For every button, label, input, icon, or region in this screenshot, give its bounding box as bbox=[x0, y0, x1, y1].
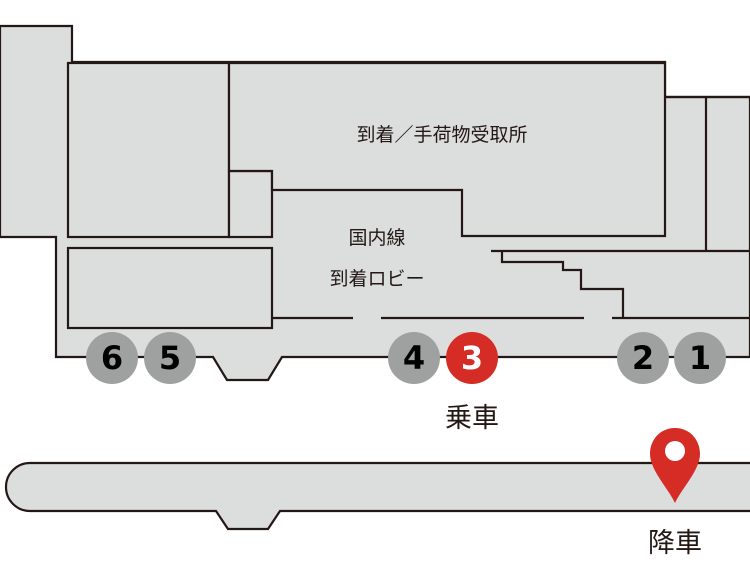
baggage-claim-area bbox=[227, 61, 667, 238]
small-block bbox=[227, 169, 274, 239]
dropoff-label: 降車 bbox=[648, 528, 702, 559]
gate-5[interactable]: 5 bbox=[144, 332, 196, 384]
gate-4[interactable]: 4 bbox=[388, 332, 440, 384]
gate-3-pickup[interactable]: 3 bbox=[446, 332, 498, 384]
left-upper-block bbox=[66, 61, 231, 239]
left-lower-block bbox=[66, 246, 274, 330]
pickup-label: 乗車 bbox=[445, 403, 499, 434]
road bbox=[4, 461, 750, 531]
gate-1[interactable]: 1 bbox=[674, 332, 726, 384]
gate-6[interactable]: 6 bbox=[86, 332, 138, 384]
lobby-label-line2: 到着ロビー bbox=[329, 268, 425, 290]
lobby-label-line1: 国内線 bbox=[348, 227, 406, 249]
steps-outline bbox=[491, 249, 750, 318]
baggage-claim-label: 到着／手荷物受取所 bbox=[356, 124, 528, 146]
map-pin-icon bbox=[650, 428, 700, 503]
gate-2[interactable]: 2 bbox=[617, 332, 669, 384]
